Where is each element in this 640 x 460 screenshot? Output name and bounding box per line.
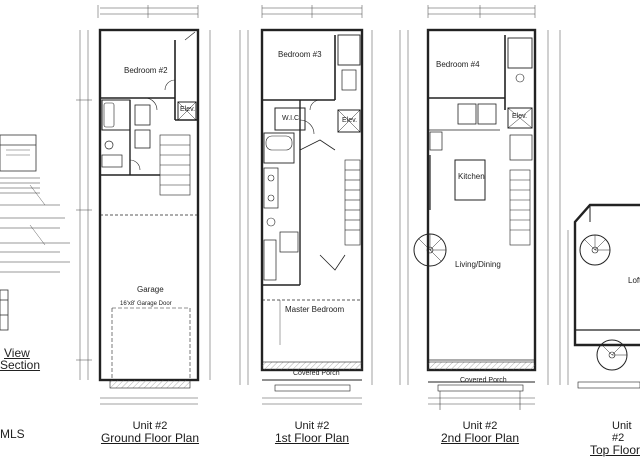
plan-title: 2nd Floor Plan	[440, 431, 520, 445]
room-label: Covered Porch	[293, 370, 340, 377]
top-floor-plan	[559, 30, 640, 389]
room-label: Elev.	[180, 106, 196, 113]
room-label: Garage	[137, 285, 164, 294]
plan-caption-first: Unit #2 1st Floor Plan	[262, 420, 362, 445]
room-label: W.I.C.	[282, 115, 302, 122]
plan-caption-top: Unit #2 Top Floor	[590, 420, 640, 457]
room-label: Bedroom #2	[124, 66, 168, 75]
room-label: Bedroom #3	[278, 50, 322, 59]
plan-title: Top Floor	[590, 443, 640, 457]
plan-title: 1st Floor Plan	[274, 431, 350, 445]
ground-floor-plan	[76, 5, 211, 405]
room-label: Elev.	[342, 117, 358, 124]
room-label: 16'x8' Garage Door	[120, 301, 172, 307]
first-floor-plan	[239, 5, 373, 405]
room-label: Loft	[628, 276, 640, 285]
room-label: Elev.	[512, 113, 528, 120]
room-label: Bedroom #4	[436, 60, 480, 69]
unit-label: Unit #2	[462, 420, 498, 432]
plan-caption-second: Unit #2 2nd Floor Plan	[420, 420, 540, 445]
section-view-caption: View	[4, 346, 30, 360]
unit-label: Unit #2	[132, 420, 168, 432]
room-label: Living/Dining	[455, 260, 501, 269]
plan-title: Ground Floor Plan	[100, 431, 200, 445]
room-label: Master Bedroom	[285, 305, 345, 314]
unit-label: Unit #2	[294, 420, 330, 432]
section-view-caption: Section	[0, 358, 41, 372]
room-label: Covered Porch	[460, 377, 507, 384]
plan-caption-ground: Unit #2 Ground Floor Plan	[100, 420, 200, 445]
section-view-fragment	[0, 134, 70, 331]
second-floor-plan	[399, 5, 549, 410]
room-label: Kitchen	[458, 172, 485, 181]
unit-label: Unit #2	[612, 420, 632, 444]
mls-watermark: MLS	[0, 427, 25, 441]
